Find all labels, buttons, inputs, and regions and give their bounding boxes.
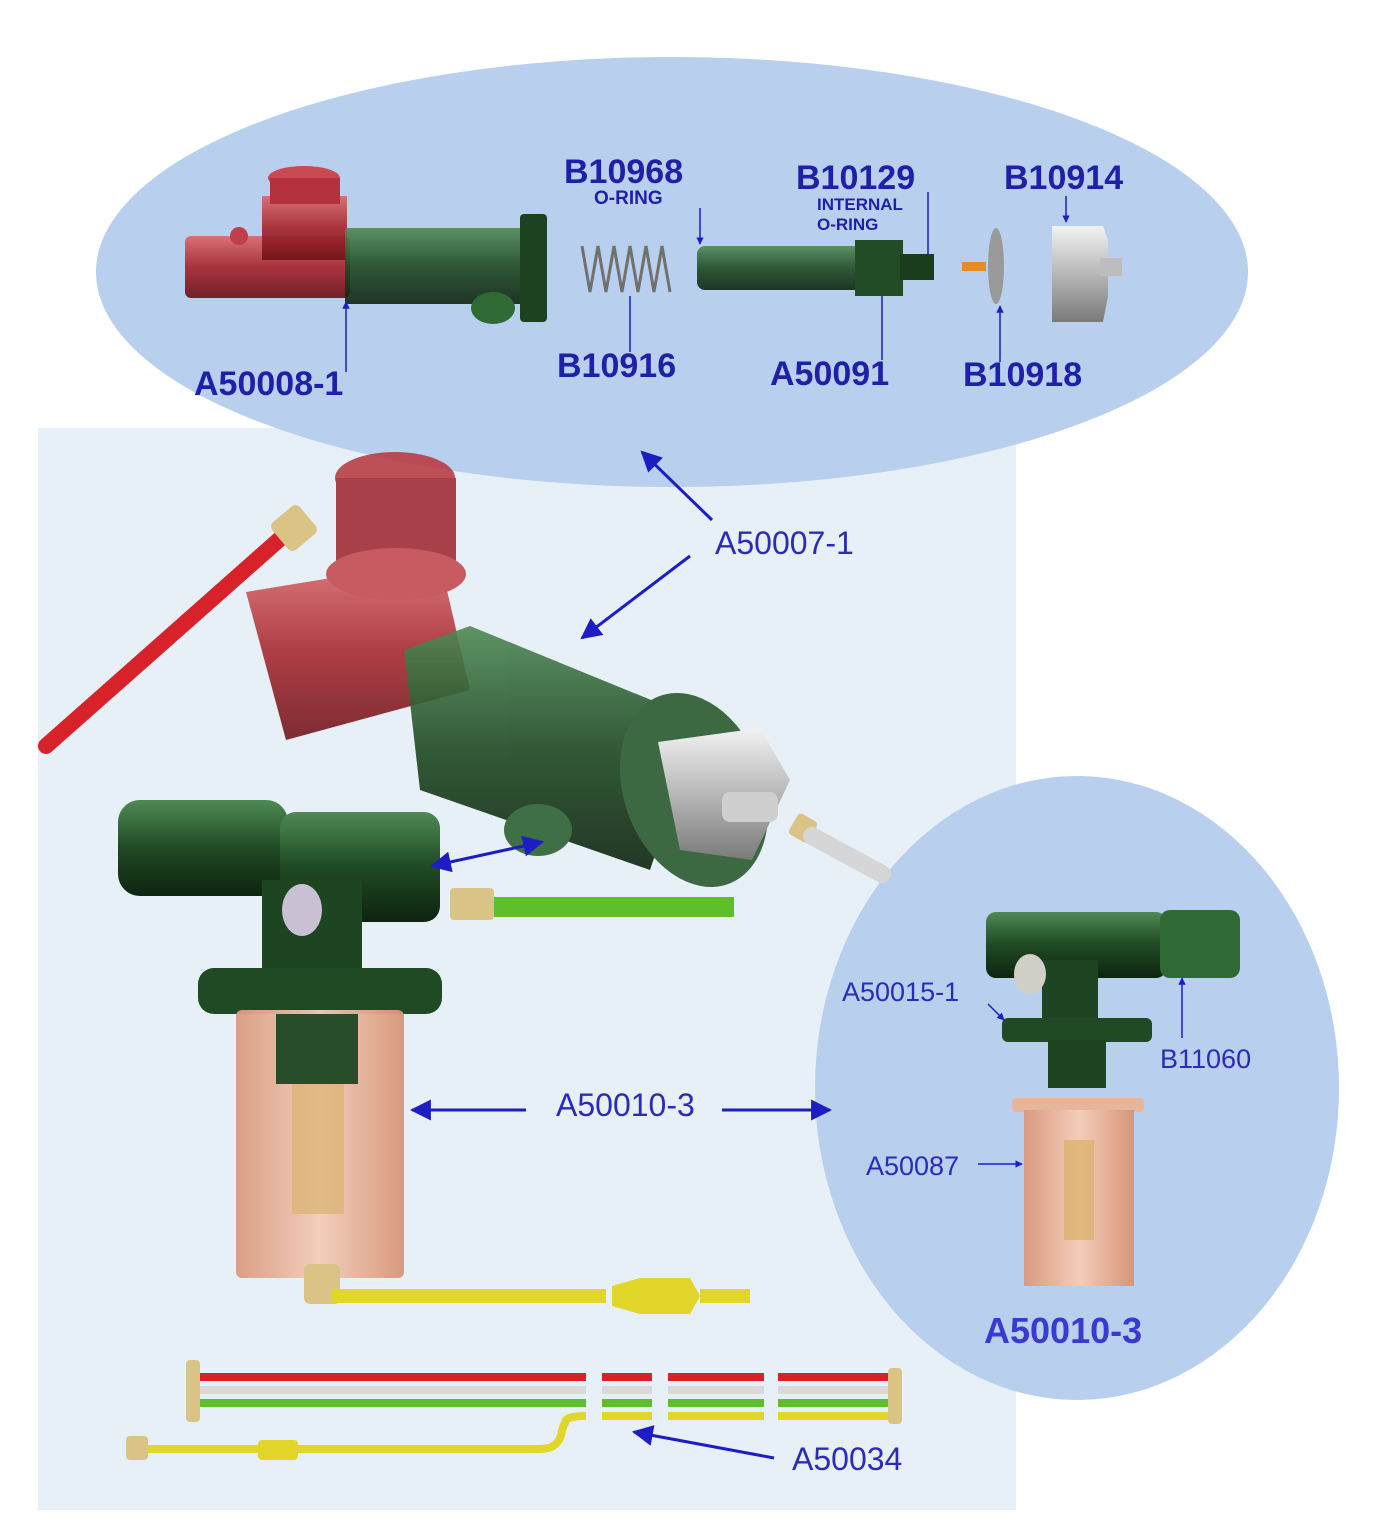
main-grey-cap (658, 728, 790, 860)
label-b10129-sub1: INTERNAL (817, 195, 903, 214)
main-arrows (409, 450, 833, 1460)
label-b10129-sub2: O-RING (817, 215, 878, 234)
main-bowl (236, 1010, 404, 1278)
label-b11060: B11060 (1160, 1044, 1251, 1074)
a50015-1-green-tee (986, 910, 1240, 1088)
b10918-diaphragm (962, 228, 1004, 304)
yellow-tube-assembly (304, 1264, 750, 1314)
label-a50010-3-main: A50010-3 (556, 1087, 695, 1123)
label-b10916: B10916 (557, 347, 676, 385)
label-b10918: B10918 (963, 356, 1082, 394)
top-callout-ellipse (96, 57, 1248, 487)
b10914-cap (1052, 226, 1122, 322)
bowl-collar (198, 968, 442, 1014)
white-tube (788, 813, 891, 883)
red-tube (38, 505, 317, 754)
top-leaders (342, 192, 1070, 372)
label-a50007-1: A50007-1 (715, 525, 854, 561)
label-b10968: B10968 (564, 153, 683, 191)
label-a50015-1: A50015-1 (842, 977, 959, 1007)
label-a50091: A50091 (770, 355, 889, 393)
label-b10914: B10914 (1004, 159, 1123, 197)
label-a50034: A50034 (792, 1441, 902, 1477)
green-tee-fitting (118, 800, 440, 976)
a50008-1-red-housing (185, 166, 350, 298)
a50091-green-piston (697, 240, 934, 296)
green-tube (450, 888, 734, 920)
a50087-bowl (1012, 1098, 1144, 1286)
label-b10129: B10129 (796, 159, 915, 197)
label-a50008-1: A50008-1 (194, 365, 343, 403)
right-leaders (978, 977, 1186, 1168)
tube-bundle (126, 1360, 902, 1460)
label-a50010-3-detail: A50010-3 (984, 1310, 1142, 1351)
a50008-1-green-body (345, 214, 547, 324)
label-a50087: A50087 (866, 1151, 959, 1181)
b10916-spring (580, 245, 672, 293)
label-b10968-sub: O-RING (594, 188, 663, 209)
